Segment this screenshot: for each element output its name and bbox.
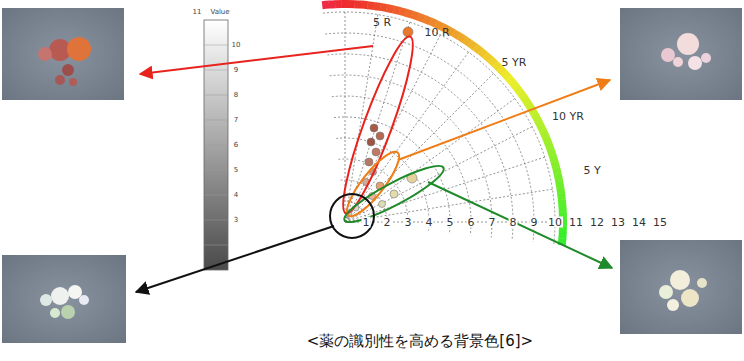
hue-band-segment	[558, 200, 567, 207]
hue-band-segment	[342, 0, 349, 8]
value-label: 6	[234, 142, 238, 149]
hue-label: 10 YR	[552, 111, 584, 122]
hue-band-segment	[485, 55, 490, 59]
hue-band-segment	[558, 232, 566, 239]
hue-band-segment	[405, 13, 411, 15]
hue-band-segment	[553, 155, 555, 161]
chroma-number: 9	[530, 217, 539, 228]
hue-band-segment	[540, 125, 543, 131]
hue-band-segment	[430, 21, 436, 24]
hue-band-segment	[490, 59, 495, 64]
chroma-number: 1	[362, 217, 371, 228]
munsell-grid	[323, 10, 557, 244]
hue-band-segment	[453, 33, 459, 36]
hue-band-segment	[528, 103, 532, 109]
hue-band-segment	[380, 7, 387, 8]
chroma-number: 6	[467, 217, 476, 228]
chroma-ring	[323, 12, 555, 244]
hue-label: 5 Y	[583, 165, 600, 176]
pill-photo	[620, 8, 742, 100]
hue-band-segment	[557, 193, 566, 200]
leader-arrow	[136, 46, 612, 292]
hue-band-segment	[469, 43, 475, 47]
chroma-number: 7	[488, 217, 497, 228]
hue-band-segment	[559, 180, 560, 187]
hue-band	[322, 4, 563, 245]
chroma-number: 11	[568, 217, 584, 228]
group-ellipse	[330, 32, 449, 238]
value-label: 11	[193, 9, 202, 16]
hue-band-segment	[499, 68, 504, 73]
hue-band-segment	[495, 63, 500, 68]
hue-band-segment	[524, 98, 528, 104]
chroma-number: 3	[404, 217, 413, 228]
hue-band-segment	[399, 11, 406, 13]
hue-band-segment	[329, 0, 336, 8]
hue-band-segment	[558, 206, 566, 213]
chroma-number: 15	[652, 217, 668, 228]
hue-band-segment	[556, 168, 558, 175]
hue-band-segment	[374, 6, 381, 7]
value-label: 4	[234, 192, 238, 199]
hue-band-segment	[459, 36, 465, 40]
hue-band-segment	[554, 162, 556, 169]
hue-band-segment	[367, 1, 374, 10]
chroma-ring	[325, 33, 534, 242]
hue-band-segment	[424, 19, 430, 22]
hue-label: 10 R	[424, 27, 449, 38]
chroma-number: 2	[383, 217, 392, 228]
value-label: 10	[232, 42, 241, 49]
hue-spoke	[345, 33, 441, 222]
chroma-number: 12	[589, 217, 605, 228]
hue-band-segment	[537, 120, 540, 126]
hue-band-segment	[480, 51, 485, 55]
hue-band-segment	[355, 0, 362, 8]
hue-band-segment	[512, 82, 516, 87]
hue-band-segment	[412, 14, 418, 16]
chroma-number: 4	[425, 217, 434, 228]
value-label: 7	[234, 117, 238, 124]
hue-band-segment	[464, 39, 470, 43]
hue-band-segment	[558, 174, 559, 181]
value-scale	[204, 20, 228, 270]
hue-band-segment	[418, 17, 424, 19]
chroma-number: 13	[610, 217, 626, 228]
chroma-number: 14	[631, 217, 647, 228]
hue-band-segment	[520, 92, 524, 98]
hue-band-segment	[504, 72, 509, 77]
value-label: Value	[210, 9, 229, 16]
hue-label: 5 YR	[502, 57, 527, 68]
chroma-number: 10	[547, 217, 563, 228]
hue-band-segment	[550, 149, 552, 155]
hue-band-segment	[534, 114, 537, 120]
hue-band-segment	[508, 77, 512, 82]
chroma-number: 5	[446, 217, 455, 228]
hue-band-segment	[516, 87, 520, 92]
caption: <薬の識別性を高める背景色[6]>	[304, 333, 536, 350]
hue-spoke	[345, 13, 378, 222]
chroma-number: 8	[509, 217, 518, 228]
hue-band-segment	[548, 143, 550, 149]
value-label: 8	[234, 92, 238, 99]
hue-band-segment	[546, 137, 549, 143]
value-label: 3	[234, 217, 238, 224]
pill-photo	[2, 8, 124, 100]
hue-band-segment	[361, 1, 368, 10]
hue-band-segment	[543, 131, 546, 137]
pill-photo	[620, 240, 742, 334]
hue-band-segment	[348, 0, 355, 8]
hue-band-segment	[393, 9, 400, 11]
hue-band-segment	[387, 8, 394, 9]
hue-band-segment	[475, 47, 480, 51]
hue-band-segment	[322, 1, 329, 10]
value-label: 5	[234, 167, 238, 174]
value-label: 9	[234, 67, 238, 74]
hue-band-segment	[335, 0, 342, 8]
hue-label: 5 R	[373, 17, 391, 28]
pill-photo	[2, 255, 126, 343]
hue-band-segment	[556, 187, 565, 194]
